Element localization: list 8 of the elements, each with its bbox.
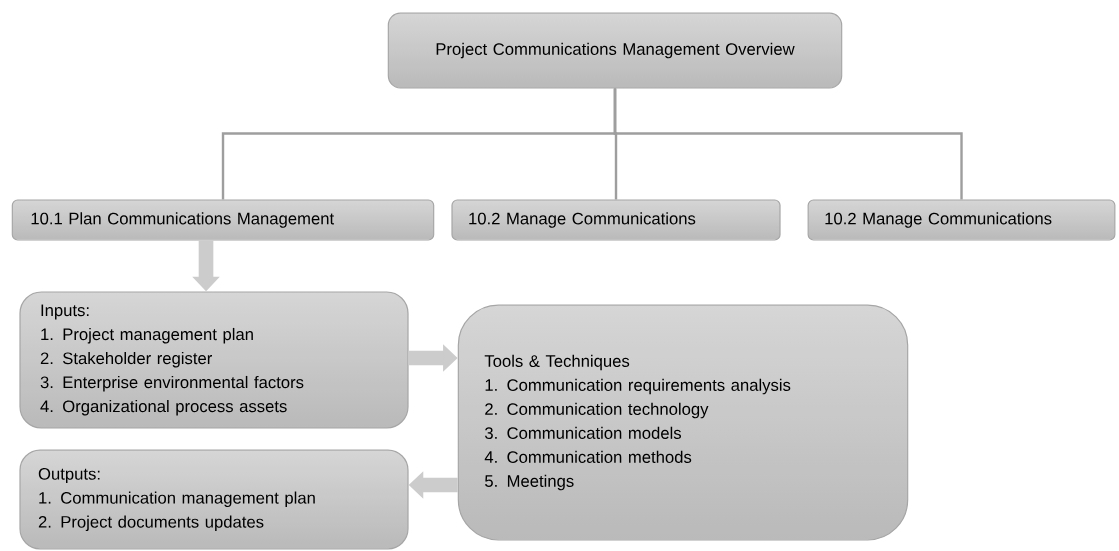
- list-box: Outputs: 1. Communication management plan 2. Project documents updates: [19, 449, 409, 550]
- connector-line: [613, 88, 963, 200]
- process-box: 10.1 Plan Communications Management: [11, 199, 435, 241]
- list-box: Inputs: 1. Project management plan 2. Stakeholder register 3. Enterprise environmental factors 4. Organizational process assets: [19, 291, 409, 429]
- process-box: 10.2 Manage Communications: [451, 199, 781, 241]
- list-box: Tools & Techniques 1. Communication requirements analysis 2. Communication technology 3. Communication models 4. Communication methods 5. Meetings: [457, 304, 909, 541]
- process-box: 10.2 Manage Communications: [807, 199, 1116, 241]
- title-box: Project Communications Management Overview: [387, 12, 843, 89]
